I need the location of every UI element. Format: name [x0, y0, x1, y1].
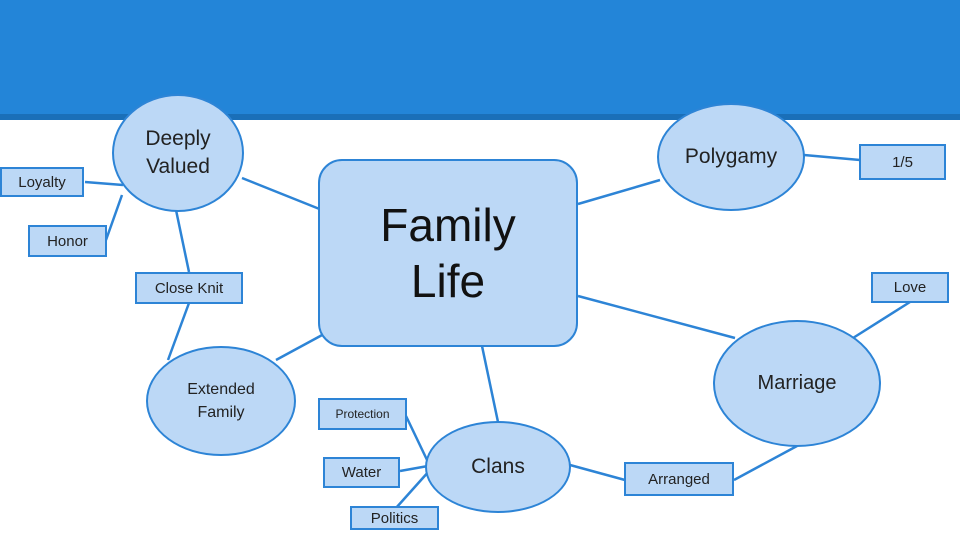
leaf-close-knit: Close Knit [135, 272, 243, 304]
leaf-arranged-label: Arranged [648, 470, 710, 488]
leaf-water-label: Water [341, 464, 382, 481]
center-node-family-life: Family Life [318, 159, 578, 347]
link-clans-protection [404, 415, 430, 463]
center-node-label: Family Life [380, 199, 516, 307]
leaf-water: Water [323, 457, 400, 488]
leaf-loyalty-label: Loyalty [18, 173, 66, 191]
header-divider [0, 114, 960, 120]
node-marriage: Marriage [713, 320, 881, 447]
node-deeply-valued: Deeply Valued [112, 94, 244, 212]
node-polygamy: Polygamy [657, 103, 805, 211]
link-clans-water [399, 464, 429, 473]
leaf-loyalty: Loyalty [0, 167, 84, 197]
link-center-deeply-valued [241, 176, 323, 212]
leaf-one-fifth-label: 1/5 [892, 153, 913, 171]
link-clans-politics [395, 469, 431, 509]
node-extended-family: Extended Family [146, 346, 296, 456]
leaf-protection-label: Protection [335, 407, 390, 421]
link-polygamy-one-fifth [803, 153, 861, 162]
leaf-arranged: Arranged [624, 462, 734, 496]
leaf-politics: Politics [350, 506, 439, 530]
node-polygamy-label: Polygamy [684, 145, 778, 168]
link-marriage-love [852, 300, 911, 340]
node-clans: Clans [425, 421, 571, 513]
node-deeply-valued-label: Deeply Valued [145, 127, 211, 178]
node-marriage-label: Marriage [757, 372, 837, 394]
link-center-clans [480, 345, 500, 423]
leaf-one-fifth: 1/5 [859, 144, 946, 180]
leaf-politics-label: Politics [370, 509, 419, 527]
link-deeply-valued-loyalty [84, 180, 124, 187]
leaf-love: Love [871, 272, 949, 303]
node-extended-family-label: Extended Family [187, 381, 255, 421]
leaf-close-knit-label: Close Knit [154, 279, 224, 297]
link-center-extended-family [275, 332, 325, 362]
leaf-love-label: Love [893, 279, 927, 296]
leaf-protection: Protection [318, 398, 407, 430]
leaf-honor-label: Honor [47, 232, 88, 250]
link-marriage-arranged [733, 444, 798, 482]
link-center-polygamy [577, 178, 661, 206]
link-center-marriage [577, 294, 736, 340]
link-deeply-valued-close-knit [174, 209, 191, 273]
link-close-knit-extended-family [166, 302, 191, 361]
leaf-honor: Honor [28, 225, 107, 257]
link-deeply-valued-honor [104, 194, 124, 241]
node-clans-label: Clans [471, 455, 525, 478]
link-clans-arranged [569, 463, 626, 482]
